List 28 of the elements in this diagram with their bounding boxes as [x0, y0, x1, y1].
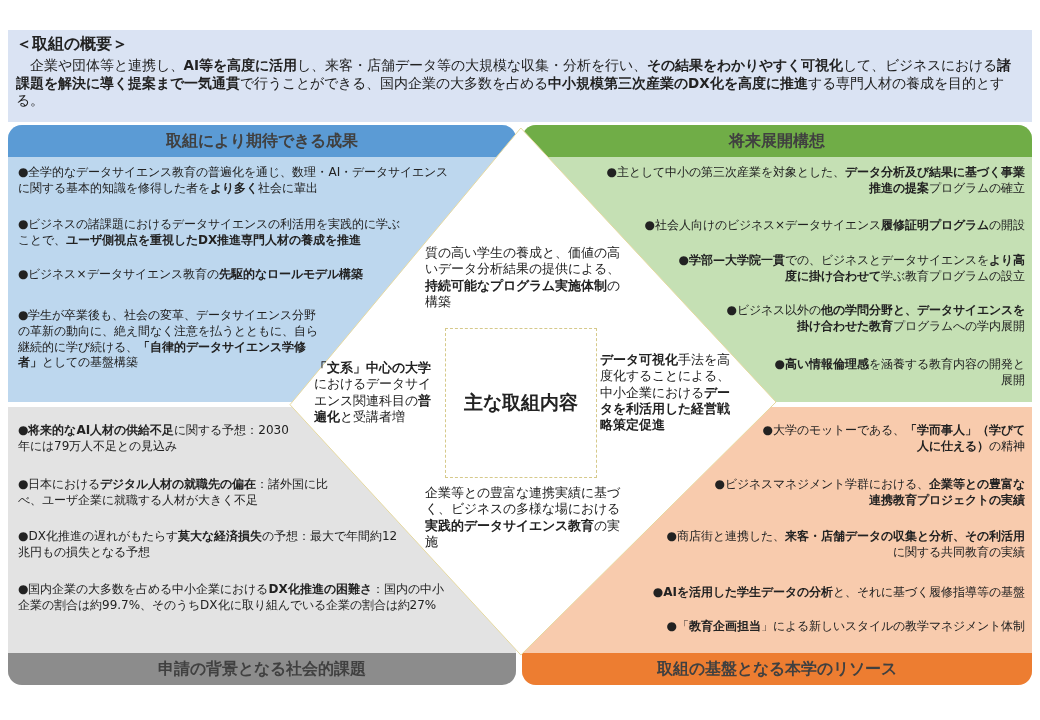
bullet-text: ●全学的なデータサイエンス教育の普遍化を通じ、数理・AI・データサイエンスに関する基本的知識を修得した者をより多く社会に輩出 — [18, 165, 450, 197]
diamond-text: データ可視化手法を高度化することによる、中小企業におけるデータを利活用した経営戦略策定促進 — [600, 352, 740, 434]
bullet-text: ●DX化推進の遅れがもたらす莫大な経済損失の予想：最大で年間約12兆円もの損失となる予想 — [18, 529, 398, 561]
summary-text: 企業や団体等と連携し、AI等を高度に活用し、来客・店舗データ等の大規模な収集・分析を行い、その結果をわかりやすく可視化して、ビジネスにおける諸課題を解決に導く提案まで一気通貫で行うことができる、国内企業の大多数を占める中小規模第三次産業のDX化を高度に推進する専門人材の養成を目的とする。 — [16, 57, 1012, 110]
bullet-text: ●学部—大学院一貫での、ビジネスとデータサイエンスをより高度に掛け合わせて学ぶ教育プログラムの設立 — [677, 253, 1025, 285]
diamond-text: 質の高い学生の養成と、価値の高いデータ分析結果の提供による、持続可能なプログラム実施体制の構築 — [425, 245, 620, 310]
summary-box — [8, 30, 1032, 122]
bullet-text: ●ビジネス以外の他の学問分野と、データサイエンスを掛け合わせた教育プログラムへの学内展開 — [725, 303, 1025, 335]
diamond-text: 企業等との豊富な連携実績に基づく、ビジネスの多様な場における実践的データサイエンス教育の実施 — [425, 485, 620, 550]
bullet-text: ●「教育企画担当」による新しいスタイルの教学マネジメント体制 — [665, 619, 1025, 635]
bullet-text: ●AIを活用した学生データの分析と、それに基づく履修指導等の基盤 — [651, 585, 1025, 601]
bullet-text: ●社会人向けのビジネス×データサイエンス履修証明プログラムの開設 — [643, 218, 1025, 234]
bullet-text: ●ビジネスの諸課題におけるデータサイエンスの利活用を実践的に学ぶことで、ユーザ側視点を重視したDX推進専門人材の養成を推進 — [18, 217, 402, 249]
bullet-text: ●将来的なAI人材の供給不足に関する予想：2030年には79万人不足との見込み — [18, 423, 290, 455]
bullet-text: ●主として中小の第三次産業を対象とした、データ分析及び結果に基づく事業推進の提案プログラムの確立 — [605, 165, 1025, 197]
section-title: ＜取組の概要＞ — [16, 34, 128, 55]
panel-heading: 申請の背景となる社会的課題 — [8, 653, 516, 685]
bullet-text: ●高い情報倫理感を涵養する教育内容の開発と展開 — [773, 357, 1025, 389]
bullet-text: ●大学のモットーである、「学而事人」（学びて人に仕える）の精神 — [761, 423, 1025, 455]
panel-heading: 取組の基盤となる本学のリソース — [522, 653, 1032, 685]
main-topic-box: 主な取組内容 — [445, 328, 597, 478]
panel-heading: 将来展開構想 — [522, 125, 1032, 157]
bullet-text: ●商店街と連携した、来客・店舗データの収集と分析、その利活用に関する共同教育の実績 — [665, 529, 1025, 561]
bullet-text: ●ビジネス×データサイエンス教育の先駆的なロールモデル構築 — [18, 267, 364, 283]
bullet-text: ●国内企業の大多数を占める中小企業におけるDX化推進の困難さ：国内の中小企業の割合は約99.7%、そのうちDX化に取り組んでいる企業の割合は約27% — [18, 582, 445, 614]
bullet-text: ●日本におけるデジタル人材の就職先の偏在：諸外国に比べ、ユーザ企業に就職する人材が大きく不足 — [18, 477, 330, 509]
panel-heading: 取組により期待できる成果 — [8, 125, 516, 157]
bullet-text: ●ビジネスマネジメント学群における、企業等との豊富な連携教育プロジェクトの実績 — [713, 477, 1025, 509]
